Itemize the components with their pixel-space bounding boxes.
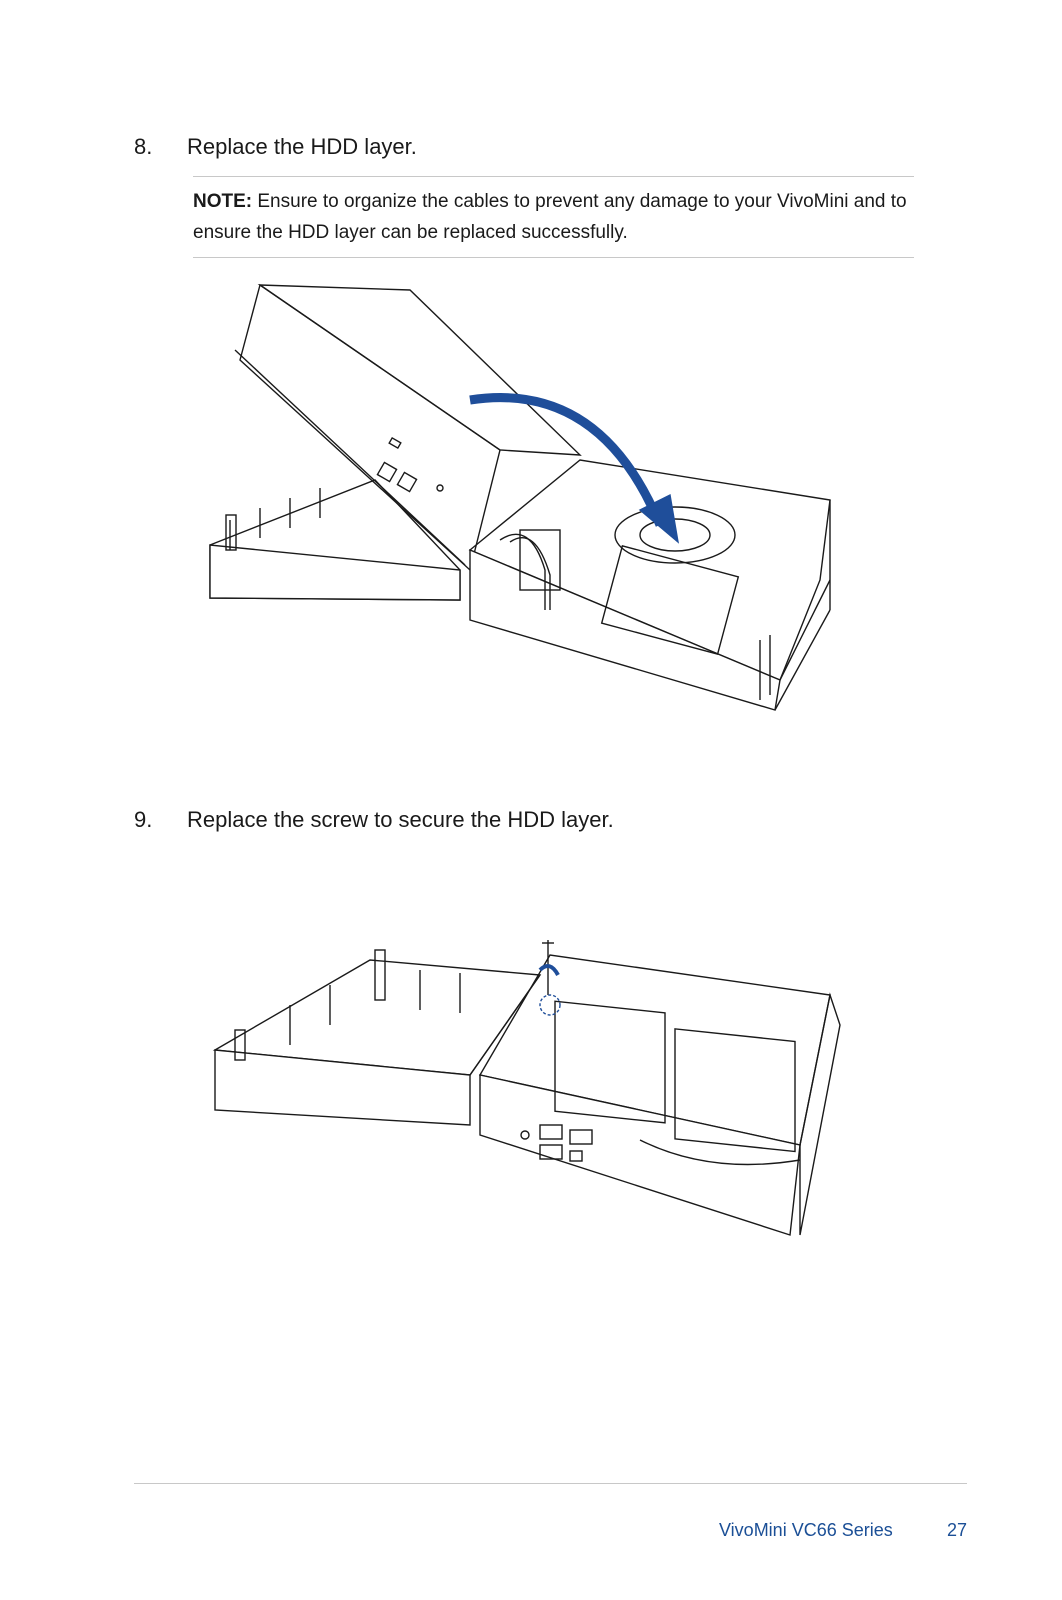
cover-tray (209, 479, 461, 601)
chassis (468, 459, 831, 711)
step-9: 9. Replace the screw to secure the HDD l… (134, 807, 614, 833)
note-label: NOTE: (193, 191, 253, 212)
screw-icon (538, 940, 561, 1016)
footer-series: VivoMini VC66 Series (719, 1520, 893, 1540)
step-number: 9. (134, 807, 153, 832)
footer-divider (134, 1483, 967, 1484)
chassis (478, 954, 841, 1236)
hdd-layer-illustration (209, 283, 831, 711)
screw-illustration (212, 940, 841, 1236)
step-number: 8. (134, 134, 153, 159)
note-text: Ensure to organize the cables to prevent… (193, 191, 907, 243)
hdd-board (234, 283, 582, 572)
step-8: 8. Replace the HDD layer. (134, 134, 417, 160)
step-text: Replace the HDD layer. (187, 134, 417, 159)
cover-tray (212, 949, 542, 1126)
curved-arrow-icon (469, 393, 680, 544)
page-number: 27 (947, 1520, 968, 1540)
note-box: NOTE: Ensure to organize the cables to p… (193, 176, 914, 258)
step-text: Replace the screw to secure the HDD laye… (187, 807, 614, 832)
